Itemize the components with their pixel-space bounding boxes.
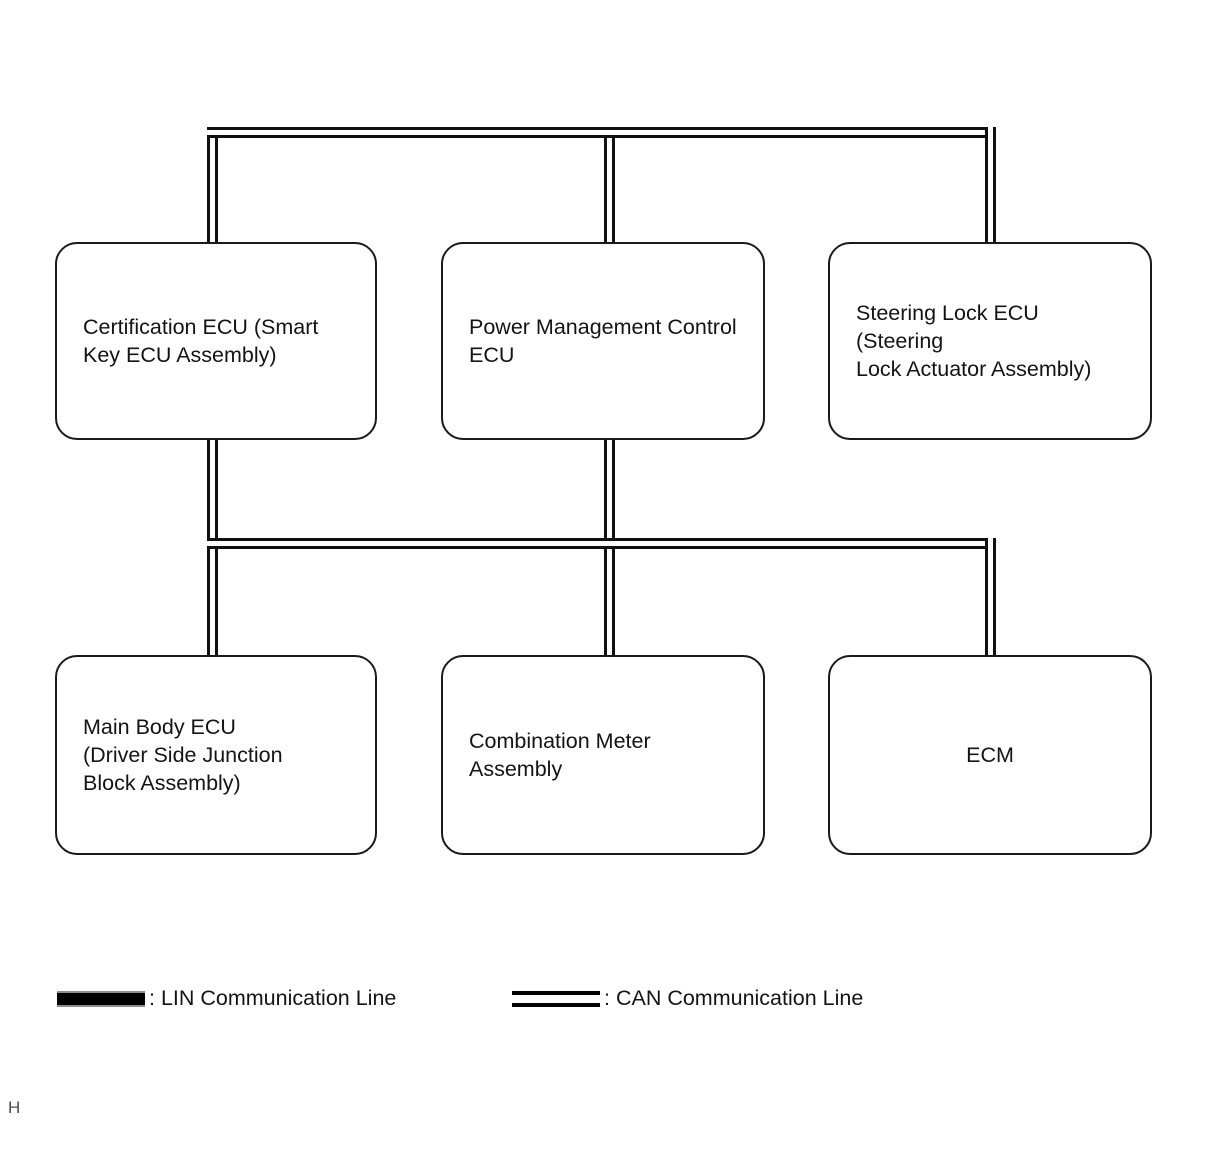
node-ecm[interactable]: ECM	[828, 655, 1152, 855]
can-line-left-dropper	[207, 438, 218, 660]
can-join-right	[988, 541, 993, 546]
legend-label-lin: : LIN Communication Line	[149, 986, 397, 1010]
node-label: ECM	[966, 743, 1014, 767]
can-line-ecm-dropper	[985, 538, 996, 660]
can-line-left-riser	[207, 127, 218, 255]
node-steering-lock-ecu[interactable]: Steering Lock ECU (Steering Lock Actuato…	[828, 242, 1152, 440]
node-label: Main Body ECU (Driver Side Junction Bloc…	[83, 715, 283, 795]
legend-item-can: : CAN Communication Line	[512, 986, 863, 1011]
can-join-center	[607, 541, 612, 546]
can-line-right-riser	[985, 127, 996, 255]
node-certification-ecu[interactable]: Certification ECU (Smart Key ECU Assembl…	[55, 242, 377, 440]
can-line-center-top-riser	[604, 127, 615, 255]
node-label: Power Management Control ECU	[469, 315, 737, 367]
node-power-management-control-ecu[interactable]: Power Management Control ECU	[441, 242, 765, 440]
can-line-middle-bus	[207, 538, 996, 549]
node-combination-meter-assembly[interactable]: Combination Meter Assembly	[441, 655, 765, 855]
can-line-swatch-icon	[512, 990, 600, 1007]
can-join-left	[210, 541, 215, 546]
can-line-center-dropper	[604, 438, 615, 660]
node-main-body-ecu[interactable]: Main Body ECU (Driver Side Junction Bloc…	[55, 655, 377, 855]
can-line-top-left-span	[207, 127, 615, 138]
legend-item-lin: : LIN Communication Line	[57, 986, 396, 1011]
page-mark: H	[8, 1098, 21, 1117]
node-label: Certification ECU (Smart Key ECU Assembl…	[83, 315, 319, 367]
lin-line-swatch-icon	[57, 990, 145, 1007]
node-label: Combination Meter Assembly	[469, 729, 651, 781]
legend-label-can: : CAN Communication Line	[604, 986, 864, 1010]
can-line-top-right-span	[604, 127, 996, 138]
node-label: Steering Lock ECU (Steering Lock Actuato…	[856, 301, 1092, 381]
